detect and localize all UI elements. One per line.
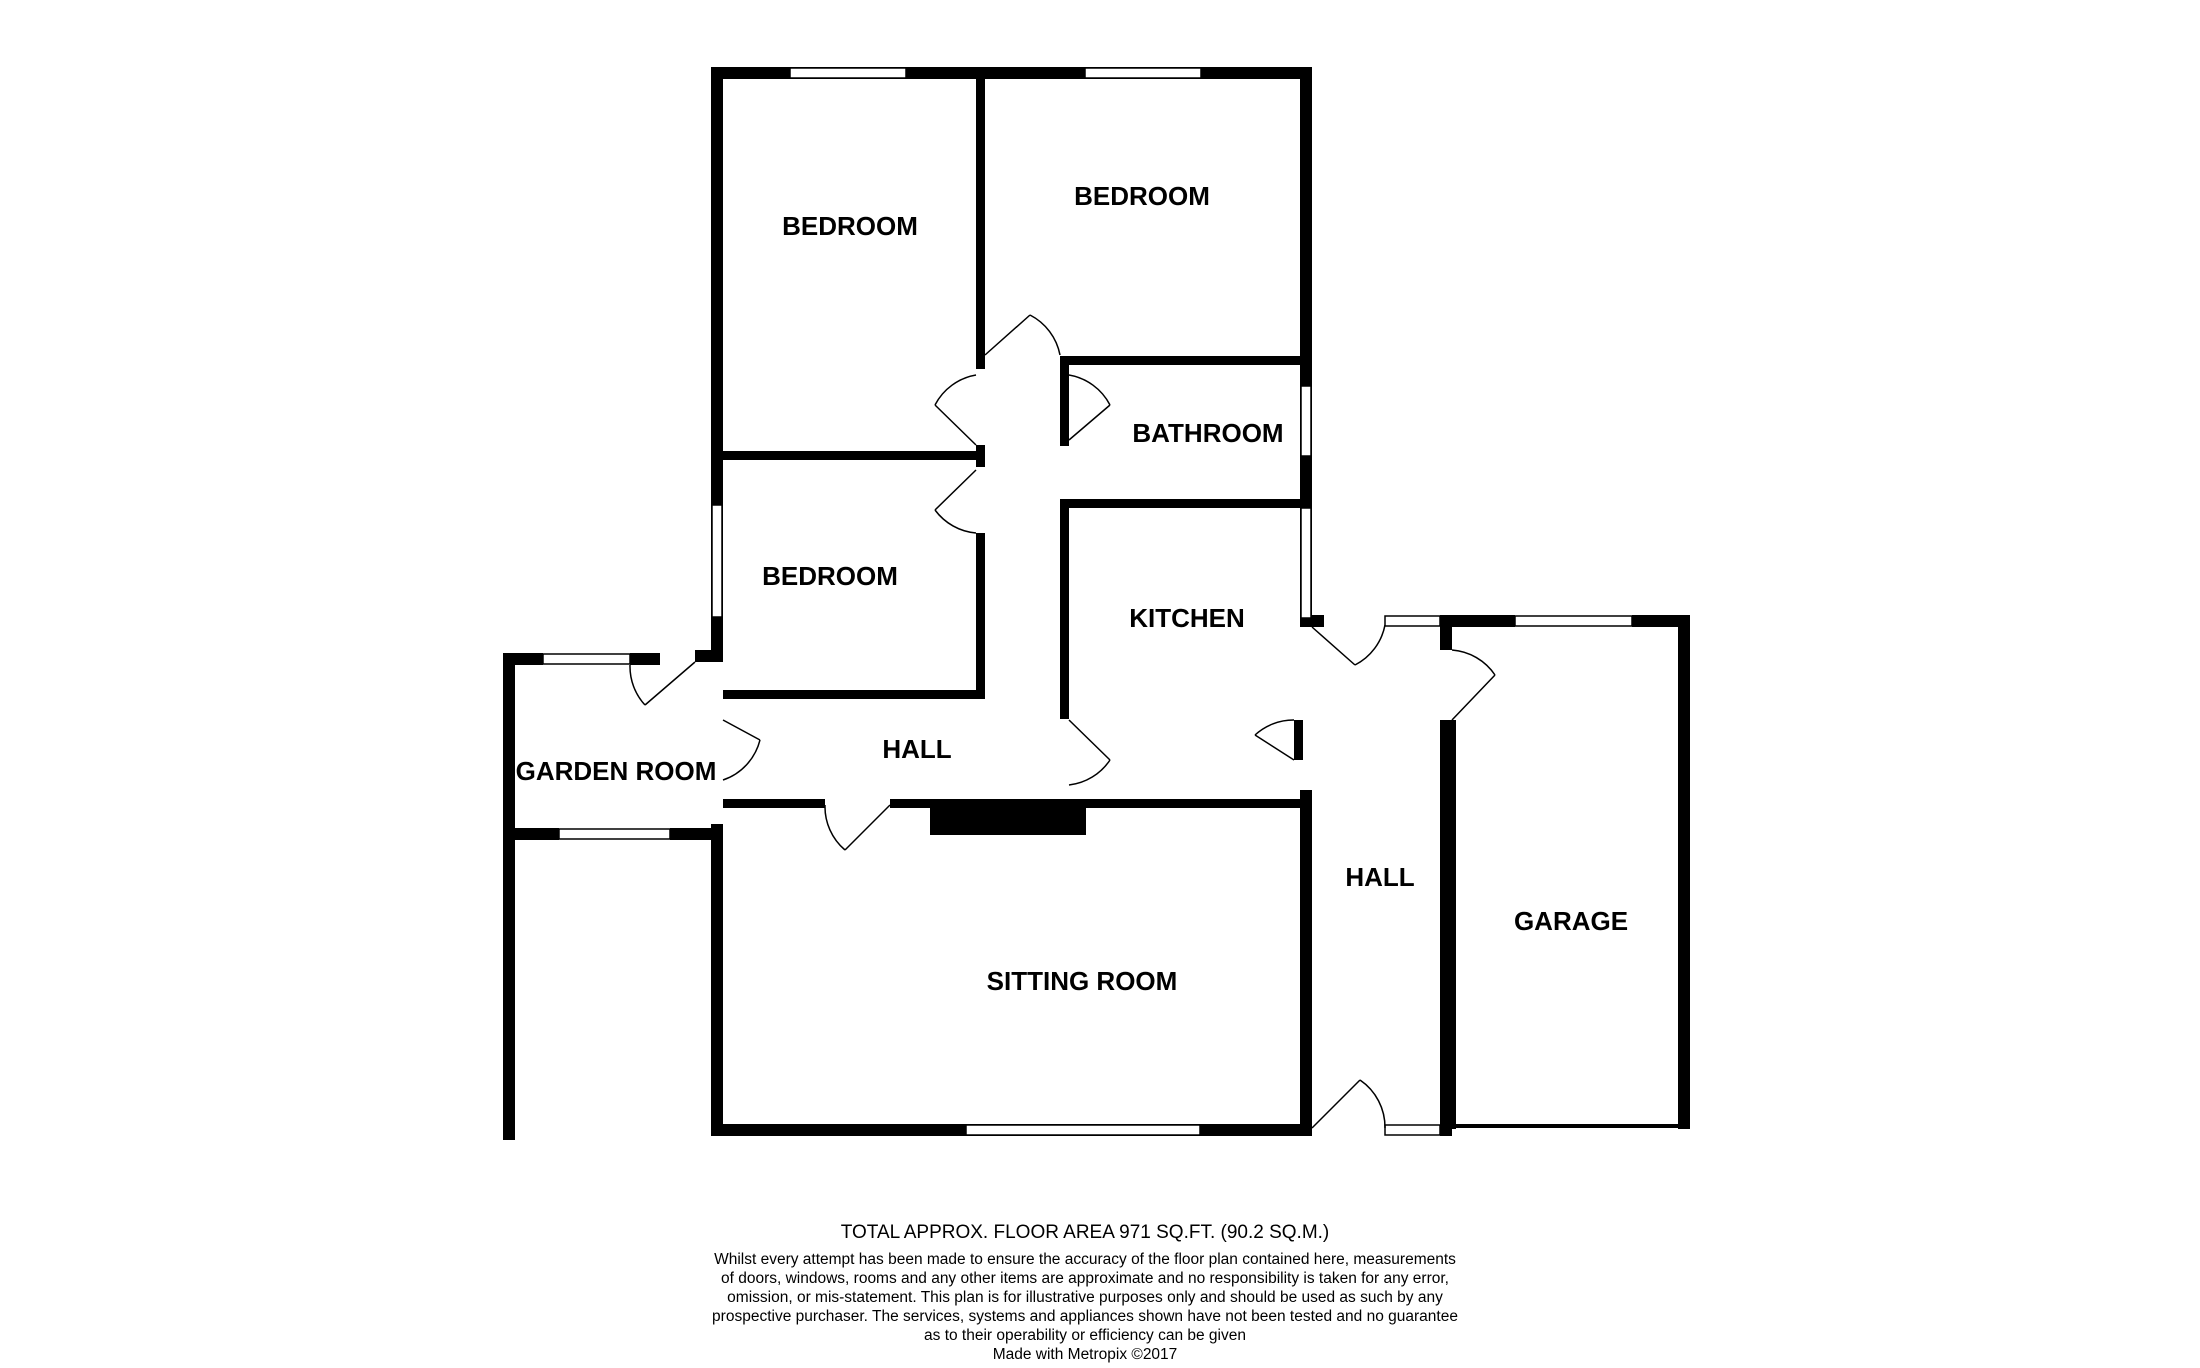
label-bedroom-1: BEDROOM [782, 211, 918, 241]
label-bedroom-2: BEDROOM [1074, 181, 1210, 211]
footer: TOTAL APPROX. FLOOR AREA 971 SQ.FT. (90.… [700, 1222, 1470, 1364]
total-floor-area: TOTAL APPROX. FLOOR AREA 971 SQ.FT. (90.… [840, 1222, 1330, 1243]
door-garden-room [722, 719, 761, 781]
window-garage [1514, 615, 1633, 627]
wall-kitchen-right-stub [1294, 720, 1303, 760]
window-sidehall-top [1384, 615, 1441, 627]
door-garden-external [629, 661, 696, 706]
window-garden-bottom [558, 828, 671, 840]
wall-garage-bottom [1452, 1124, 1690, 1128]
chimney-breast [930, 799, 1086, 835]
door-sidehall-bottom [1311, 1079, 1386, 1129]
label-garage: GARAGE [1514, 906, 1628, 936]
wall-sidehall-left [1300, 790, 1312, 1136]
wall-garage-top-left [1440, 615, 1515, 627]
window-bed2 [1084, 67, 1202, 79]
wall-garage-left-outer [1452, 720, 1456, 1129]
door-sidehall-top [1311, 624, 1386, 666]
doors [629, 314, 1496, 1129]
door-garage [1451, 649, 1496, 721]
wall-bed2-bottom [1060, 356, 1300, 365]
window-garden-top [542, 653, 631, 665]
label-garden-room: GARDEN ROOM [516, 756, 717, 786]
wall-garden-stub [695, 650, 723, 662]
label-hall-main: HALL [882, 734, 951, 764]
window-bed1 [789, 67, 907, 79]
wall-sidehall-right [1440, 720, 1452, 1136]
window-sidehall-bottom [1384, 1124, 1441, 1136]
window-sitting [965, 1124, 1201, 1136]
wall-hall-sitting-right [890, 799, 1300, 808]
wall-bed1-bed2 [976, 79, 985, 369]
windows [542, 67, 1633, 1136]
wall-kitchen-left [1060, 499, 1069, 719]
door-bathroom [1068, 374, 1111, 441]
door-kitchen-sidehall [1254, 719, 1295, 761]
door-sitting-room [824, 804, 891, 851]
wall-garden-left [503, 653, 515, 1140]
disclaimer-text: Whilst every attempt has been made to en… [712, 1251, 1458, 1344]
room-labels: BEDROOM BEDROOM BATHROOM BEDROOM KITCHEN… [516, 181, 1628, 996]
window-kitchen [1300, 507, 1312, 619]
wall-main-right [1300, 67, 1312, 627]
walls [503, 67, 1690, 1140]
wall-garden-bottom-right [670, 828, 723, 840]
credit-text: Made with Metropix ©2017 [992, 1346, 1178, 1363]
window-bed3 [711, 504, 723, 618]
door-bedroom-3 [934, 469, 977, 534]
wall-sidehall-top-stub [1312, 615, 1324, 627]
wall-garden-top-right [630, 653, 660, 665]
label-kitchen: KITCHEN [1129, 603, 1245, 633]
wall-bath-left [1060, 356, 1069, 446]
label-bedroom-3: BEDROOM [762, 561, 898, 591]
window-bath [1300, 385, 1312, 457]
wall-garage-top-right [1632, 615, 1690, 627]
label-sitting-room: SITTING ROOM [987, 966, 1178, 996]
wall-bed1-bottom [723, 451, 985, 460]
wall-bed3-right-upper [976, 445, 985, 467]
wall-garden-bottom-left [503, 828, 559, 840]
wall-garage-right [1678, 615, 1690, 1129]
wall-bed3-right-lower [976, 533, 985, 699]
label-hall-side: HALL [1345, 862, 1414, 892]
door-kitchen-hall [1068, 719, 1111, 786]
wall-bed3-bottom [723, 690, 985, 699]
wall-hall-sitting-left [723, 799, 825, 808]
label-bathroom: BATHROOM [1132, 418, 1283, 448]
wall-bath-kitchen [1060, 499, 1300, 508]
door-bedroom-1 [934, 374, 977, 446]
door-bedroom-2 [984, 314, 1061, 356]
wall-main-left-lower [711, 824, 723, 1136]
